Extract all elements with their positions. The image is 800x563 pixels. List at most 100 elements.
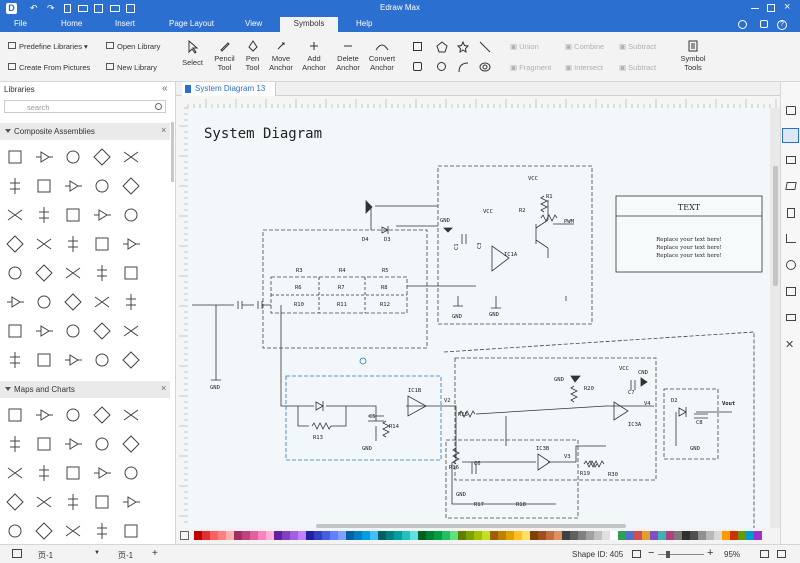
rounded-rectangle-icon[interactable] bbox=[413, 62, 422, 71]
color-swatch[interactable] bbox=[602, 531, 610, 540]
color-swatch[interactable] bbox=[506, 531, 514, 540]
color-swatch[interactable] bbox=[650, 531, 658, 540]
color-swatch[interactable] bbox=[618, 531, 626, 540]
color-swatch[interactable] bbox=[202, 531, 210, 540]
color-swatch[interactable] bbox=[354, 531, 362, 540]
text-box[interactable]: TEXT Replace your text here! Replace you… bbox=[616, 196, 762, 272]
color-swatch[interactable] bbox=[466, 531, 474, 540]
page-layout-icon[interactable] bbox=[12, 549, 22, 558]
add-page-icon[interactable]: + bbox=[152, 548, 158, 559]
library-shape[interactable] bbox=[91, 320, 113, 342]
library-shape[interactable] bbox=[91, 404, 113, 426]
library-shape[interactable] bbox=[62, 349, 84, 371]
color-swatch[interactable] bbox=[658, 531, 666, 540]
library-shape[interactable] bbox=[4, 520, 26, 542]
settings-gear-icon[interactable] bbox=[738, 20, 747, 29]
color-swatch[interactable] bbox=[410, 531, 418, 540]
library-shape[interactable] bbox=[91, 262, 113, 284]
library-shape[interactable] bbox=[33, 320, 55, 342]
zoom-slider-thumb[interactable] bbox=[666, 551, 670, 558]
library-shape[interactable] bbox=[120, 433, 142, 455]
color-swatch[interactable] bbox=[314, 531, 322, 540]
color-swatch[interactable] bbox=[698, 531, 706, 540]
library-shape[interactable] bbox=[33, 349, 55, 371]
color-swatch[interactable] bbox=[346, 531, 354, 540]
page-selector-arrow[interactable]: ▼ bbox=[94, 550, 100, 556]
maximize-icon[interactable] bbox=[767, 4, 775, 12]
library-shape[interactable] bbox=[33, 146, 55, 168]
vertical-scrollbar[interactable] bbox=[773, 166, 778, 286]
color-swatch[interactable] bbox=[298, 531, 306, 540]
library-shape[interactable] bbox=[120, 204, 142, 226]
menu-view[interactable]: View bbox=[245, 19, 262, 28]
color-swatch[interactable] bbox=[730, 531, 738, 540]
color-swatch[interactable] bbox=[490, 531, 498, 540]
color-swatch[interactable] bbox=[634, 531, 642, 540]
rectangle-shape-icon[interactable] bbox=[413, 42, 422, 51]
history-icon[interactable] bbox=[786, 260, 796, 270]
library-shape[interactable] bbox=[33, 404, 55, 426]
color-swatch[interactable] bbox=[282, 531, 290, 540]
zoom-in-icon[interactable]: + bbox=[707, 547, 713, 559]
close-section-icon[interactable]: × bbox=[161, 125, 166, 135]
fragment-button[interactable]: ▣ Fragment bbox=[510, 63, 551, 72]
pen-tool-button[interactable]: PenTool bbox=[240, 40, 265, 72]
library-shape[interactable] bbox=[4, 349, 26, 371]
page-icon[interactable] bbox=[787, 208, 795, 218]
color-swatch[interactable] bbox=[402, 531, 410, 540]
library-shape[interactable] bbox=[91, 291, 113, 313]
library-shape[interactable] bbox=[33, 291, 55, 313]
color-swatch[interactable] bbox=[226, 531, 234, 540]
library-shape[interactable] bbox=[91, 146, 113, 168]
color-swatch[interactable] bbox=[722, 531, 730, 540]
library-shape[interactable] bbox=[4, 204, 26, 226]
predefine-libraries-button[interactable]: Predefine Libraries ▾ bbox=[8, 42, 88, 51]
library-shape[interactable] bbox=[120, 233, 142, 255]
close-section-icon-2[interactable]: × bbox=[161, 383, 166, 393]
color-swatch[interactable] bbox=[746, 531, 754, 540]
zoom-level[interactable]: 95% bbox=[724, 550, 740, 559]
menu-insert[interactable]: Insert bbox=[115, 19, 135, 28]
fullscreen-icon[interactable] bbox=[777, 550, 786, 558]
minimize-icon[interactable] bbox=[751, 8, 759, 9]
color-swatch[interactable] bbox=[266, 531, 274, 540]
delete-anchor-button[interactable]: DeleteAnchor bbox=[333, 40, 363, 72]
symbol-tools-button[interactable]: SymbolTools bbox=[675, 40, 711, 72]
zoom-slider[interactable] bbox=[658, 554, 704, 555]
color-swatch[interactable] bbox=[194, 531, 202, 540]
library-search-input[interactable]: search bbox=[4, 100, 166, 113]
create-from-pictures-button[interactable]: Create From Pictures bbox=[8, 63, 90, 72]
no-fill-icon[interactable] bbox=[180, 531, 189, 540]
library-shape[interactable] bbox=[62, 204, 84, 226]
color-swatch[interactable] bbox=[706, 531, 714, 540]
color-swatch[interactable] bbox=[666, 531, 674, 540]
color-swatch[interactable] bbox=[442, 531, 450, 540]
color-swatch[interactable] bbox=[570, 531, 578, 540]
subtract-2-button[interactable]: ▣ Subtract bbox=[619, 63, 656, 72]
library-shape[interactable] bbox=[91, 204, 113, 226]
library-shape[interactable] bbox=[120, 491, 142, 513]
color-swatch[interactable] bbox=[218, 531, 226, 540]
color-swatch[interactable] bbox=[610, 531, 618, 540]
color-swatch[interactable] bbox=[514, 531, 522, 540]
library-shape[interactable] bbox=[4, 146, 26, 168]
add-anchor-button[interactable]: AddAnchor bbox=[300, 40, 328, 72]
color-swatch[interactable] bbox=[522, 531, 530, 540]
library-shape[interactable] bbox=[62, 262, 84, 284]
arc-shape-icon[interactable] bbox=[457, 61, 469, 73]
line-shape-icon[interactable] bbox=[479, 41, 491, 53]
page-selector[interactable]: 页-1 bbox=[38, 550, 53, 561]
color-swatch[interactable] bbox=[538, 531, 546, 540]
library-shape[interactable] bbox=[62, 175, 84, 197]
library-shape[interactable] bbox=[120, 175, 142, 197]
library-shape[interactable] bbox=[4, 291, 26, 313]
color-swatch[interactable] bbox=[714, 531, 722, 540]
color-swatch[interactable] bbox=[458, 531, 466, 540]
library-shape[interactable] bbox=[33, 175, 55, 197]
share-icon[interactable] bbox=[760, 20, 768, 28]
intersect-button[interactable]: ▣ Intersect bbox=[565, 63, 603, 72]
move-anchor-button[interactable]: MoveAnchor bbox=[266, 40, 296, 72]
library-shape[interactable] bbox=[4, 462, 26, 484]
library-shape[interactable] bbox=[33, 233, 55, 255]
collapse-panel-icon[interactable]: « bbox=[162, 83, 168, 94]
